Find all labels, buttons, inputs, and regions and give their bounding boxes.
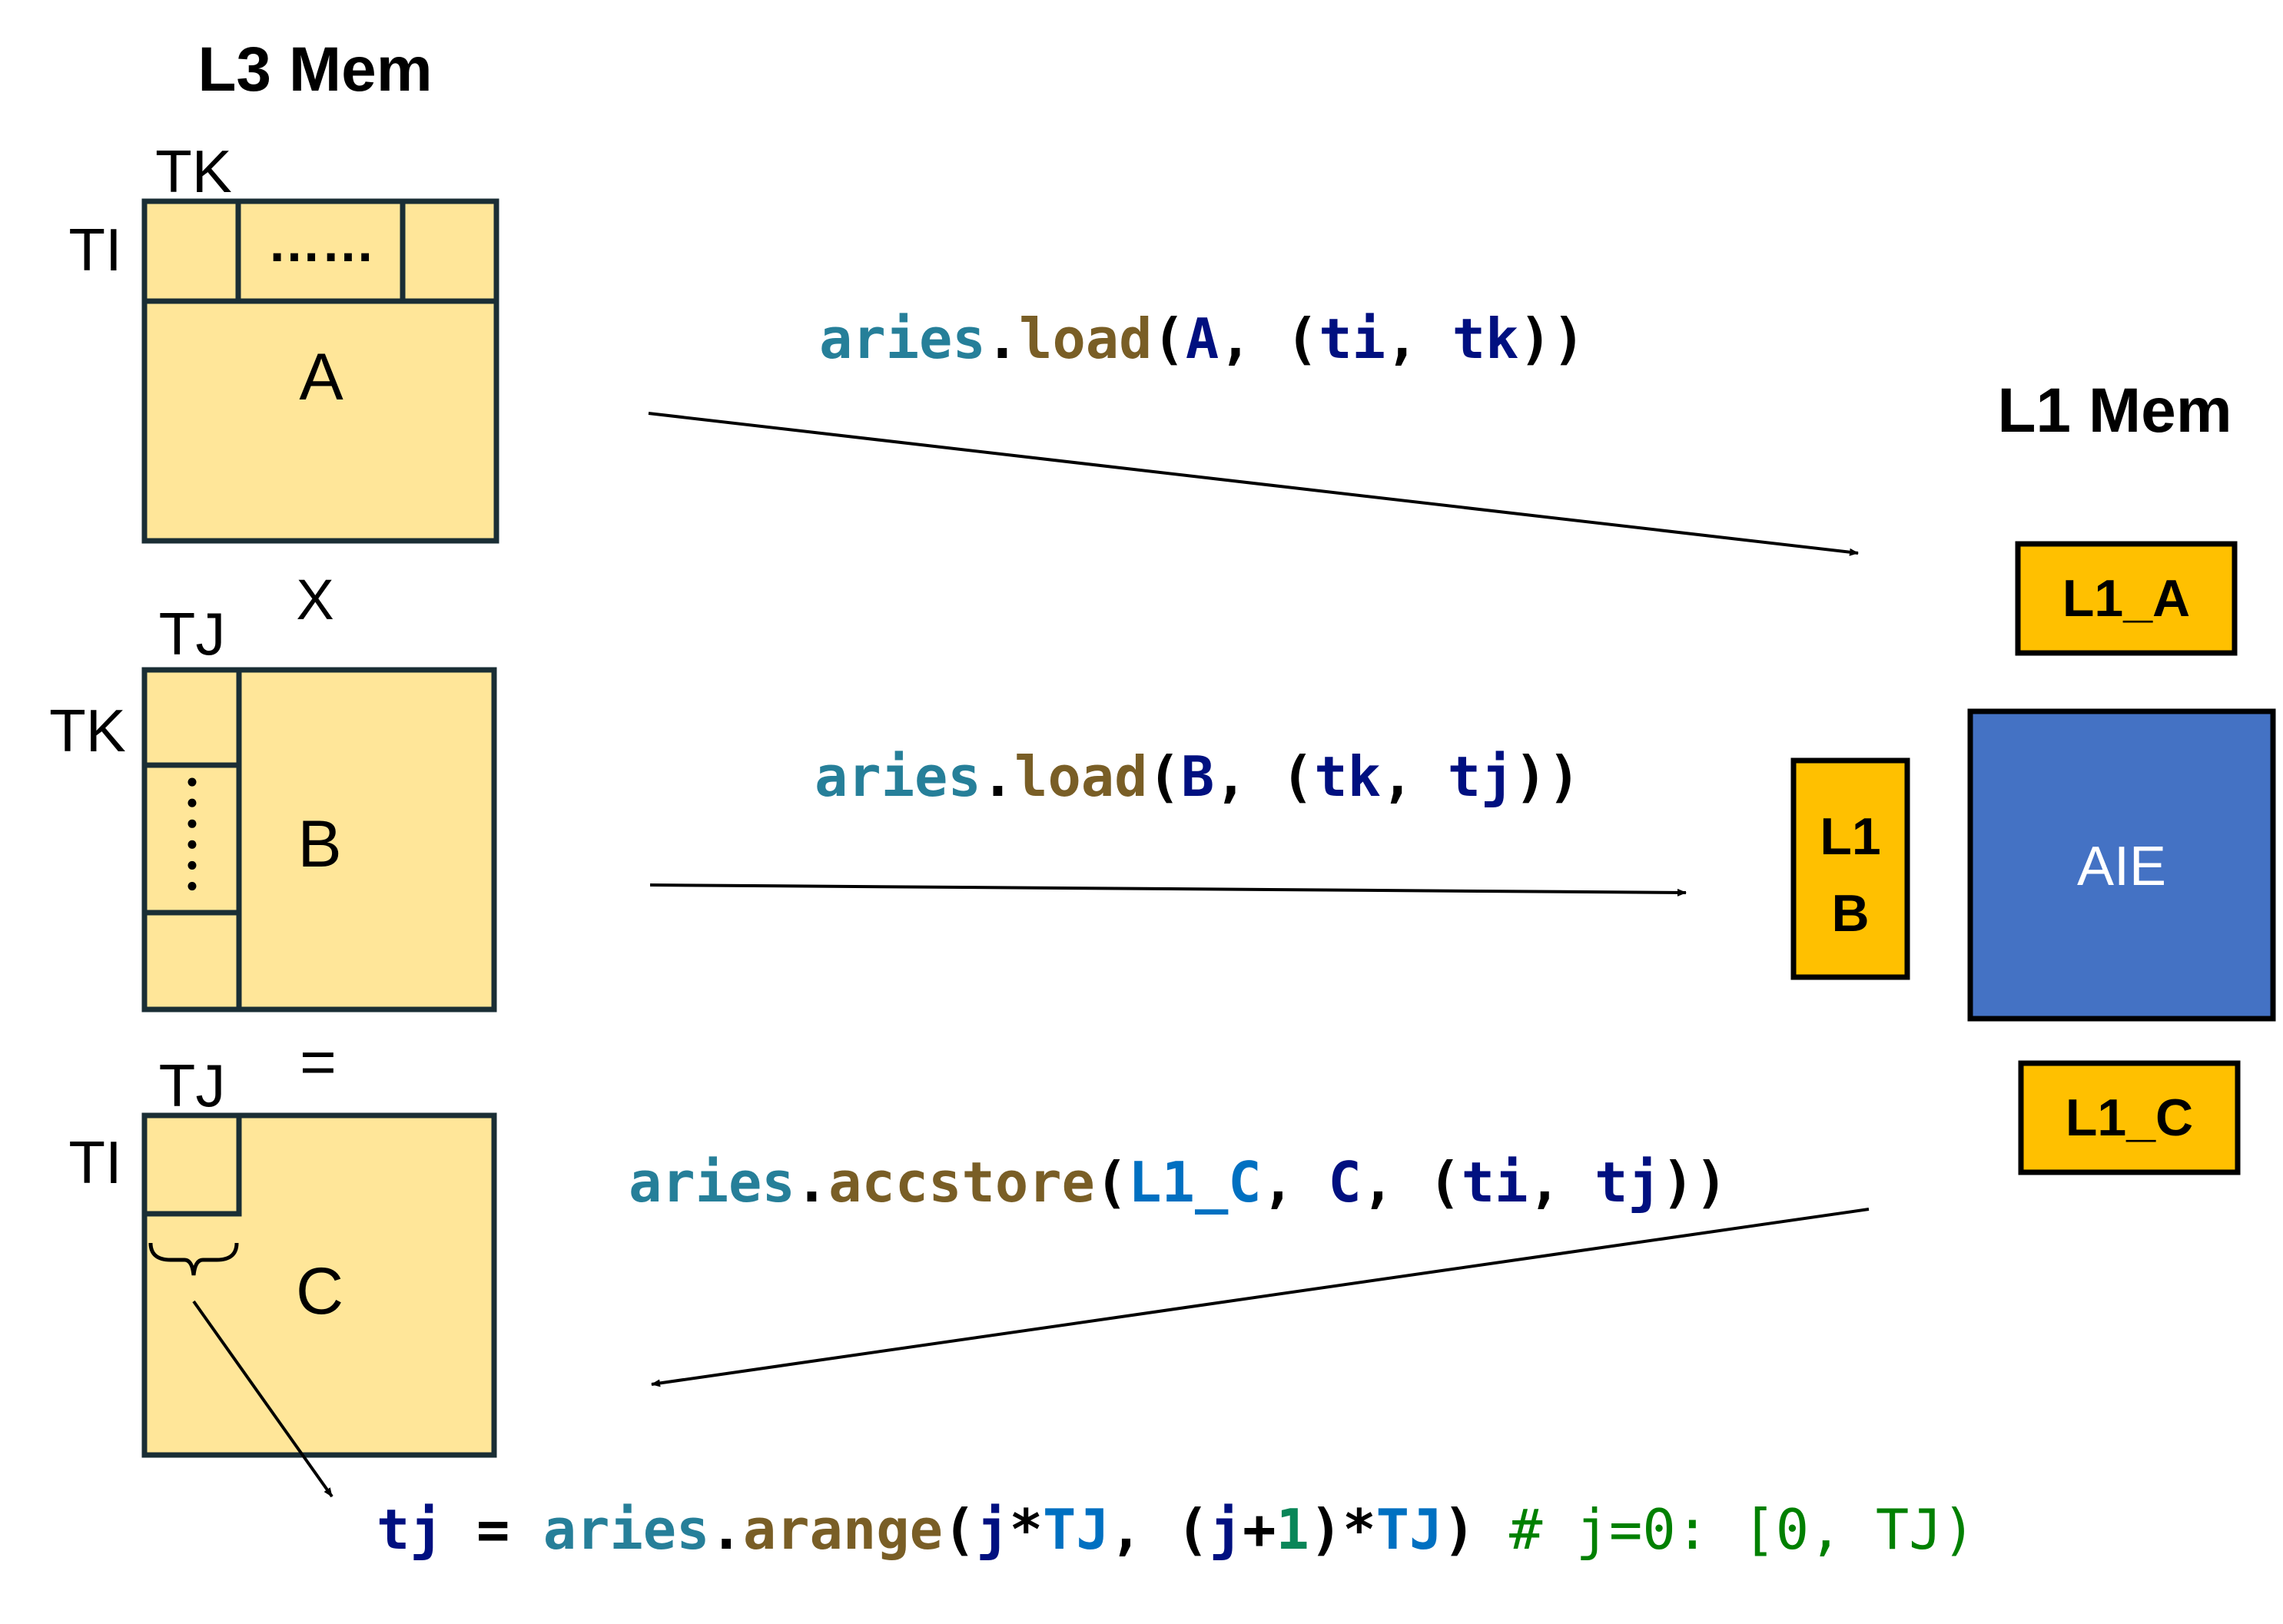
code-token-punct: (	[1095, 1150, 1128, 1215]
l1-mem-title: L1 Mem	[1997, 376, 2232, 446]
code-token-var: tj	[1594, 1150, 1661, 1215]
code-token-punct: =	[443, 1497, 543, 1562]
code-token-var: ti	[1462, 1150, 1528, 1215]
code-token-punct: ))	[1661, 1150, 1728, 1215]
code-token-punct: )	[1309, 1497, 1342, 1562]
code-token-punct: ,	[1362, 1150, 1429, 1215]
a-tk-label: TK	[155, 138, 232, 205]
code-token-punct: (	[1286, 307, 1319, 371]
b-tj-label: TJ	[159, 600, 226, 668]
l1-b-label-line1: L1	[1820, 807, 1880, 866]
code-token-number: 1	[1276, 1497, 1309, 1562]
code-token-var: j	[976, 1497, 1009, 1562]
l1-b-buffer: L1 B	[1790, 757, 1910, 980]
code-token-punct: )	[1442, 1497, 1475, 1562]
code-token-punct: ,	[1214, 744, 1281, 809]
code-token-punct: ,	[1110, 1497, 1176, 1562]
code-token-var: j	[1210, 1497, 1243, 1562]
code-token-punct: .	[795, 1150, 828, 1215]
arrow-load-b	[649, 883, 1687, 897]
code-token-punct: (	[1428, 1150, 1461, 1215]
code-token-comment: # j=0: [0, TJ)	[1476, 1497, 1976, 1562]
code-token-var: B	[1181, 744, 1214, 809]
code-token-module: aries	[543, 1497, 710, 1562]
matrix-c-tile-brace	[148, 1242, 239, 1276]
l1-b-label-line2: B	[1831, 884, 1869, 943]
code-token-punct: *	[1342, 1497, 1375, 1562]
code-token-var: tj	[377, 1497, 443, 1562]
code-token-var: tj	[1448, 744, 1515, 809]
code-token-punct: ,	[1262, 1150, 1329, 1215]
code-token-func: accstore	[828, 1150, 1095, 1215]
code-token-func: arange	[743, 1497, 943, 1562]
l3-mem-title: L3 Mem	[197, 35, 432, 104]
code-token-punct: .	[986, 307, 1019, 371]
aie-label: AIE	[2077, 836, 2166, 897]
b-tk-label: TK	[49, 697, 126, 764]
code-token-punct: (	[943, 1497, 976, 1562]
code-token-punct: ))	[1518, 307, 1585, 371]
code-token-module: aries	[815, 744, 981, 809]
code-accstore: aries.accstore(L1_C, C, (ti, tj))	[629, 1150, 1728, 1215]
code-token-var: C	[1328, 1150, 1361, 1215]
code-arange: tj = aries.arange(j*TJ, (j+1)*TJ) # j=0:…	[377, 1497, 1976, 1562]
code-token-punct: ,	[1528, 1150, 1594, 1215]
code-load-b: aries.load(B, (tk, tj))	[815, 744, 1581, 809]
l1-c-buffer: L1_C	[2018, 1060, 2241, 1175]
code-token-punct: (	[1176, 1497, 1209, 1562]
code-token-punct: +	[1243, 1497, 1276, 1562]
arrow-arange-pointer	[192, 1300, 333, 1498]
matrix-a: …… A	[141, 198, 499, 544]
code-token-var: A	[1186, 307, 1219, 371]
matrix-a-dots: ……	[267, 213, 375, 273]
matrix-b: B	[141, 667, 497, 1013]
equals-symbol: =	[300, 1027, 337, 1097]
c-tj-label: TJ	[159, 1052, 226, 1119]
code-load-a: aries.load(A, (ti, tk))	[819, 307, 1585, 371]
c-ti-label: TI	[68, 1129, 121, 1196]
code-token-punct: ,	[1219, 307, 1286, 371]
code-token-func: load	[1014, 744, 1147, 809]
code-token-punct: (	[1153, 307, 1186, 371]
arrow-accstore-c	[651, 1208, 1870, 1387]
times-symbol: X	[296, 568, 333, 631]
code-token-punct: (	[1148, 744, 1181, 809]
matrix-c-tile	[141, 1112, 242, 1217]
code-token-punct: ))	[1514, 744, 1581, 809]
code-token-punct: ,	[1385, 307, 1452, 371]
matrix-a-tile-row	[141, 198, 499, 304]
matrix-c: C	[141, 1112, 497, 1458]
code-token-const: L1_C	[1128, 1150, 1261, 1215]
l1-c-label: L1_C	[2066, 1089, 2193, 1147]
aie-block: AIE	[1967, 708, 2276, 1022]
a-ti-label: TI	[68, 216, 121, 283]
code-token-punct: *	[1010, 1497, 1043, 1562]
code-token-const: TJ	[1376, 1497, 1443, 1562]
matrix-b-tile-column	[141, 667, 242, 1013]
code-token-punct: ,	[1381, 744, 1448, 809]
matrix-b-label: B	[297, 807, 341, 881]
code-token-punct: .	[710, 1497, 743, 1562]
code-token-var: ti	[1319, 307, 1385, 371]
code-token-punct: (	[1281, 744, 1314, 809]
l1-a-label: L1_A	[2062, 569, 2190, 628]
code-token-var: tk	[1452, 307, 1519, 371]
l1-a-buffer: L1_A	[2015, 541, 2238, 656]
code-token-punct: .	[981, 744, 1014, 809]
matrix-c-label: C	[296, 1254, 343, 1328]
matrix-a-label: A	[299, 340, 343, 414]
code-token-var: tk	[1314, 744, 1381, 809]
code-token-module: aries	[629, 1150, 795, 1215]
arrow-load-a	[648, 412, 1859, 556]
code-token-func: load	[1019, 307, 1152, 371]
code-token-const: TJ	[1043, 1497, 1110, 1562]
code-token-module: aries	[819, 307, 986, 371]
